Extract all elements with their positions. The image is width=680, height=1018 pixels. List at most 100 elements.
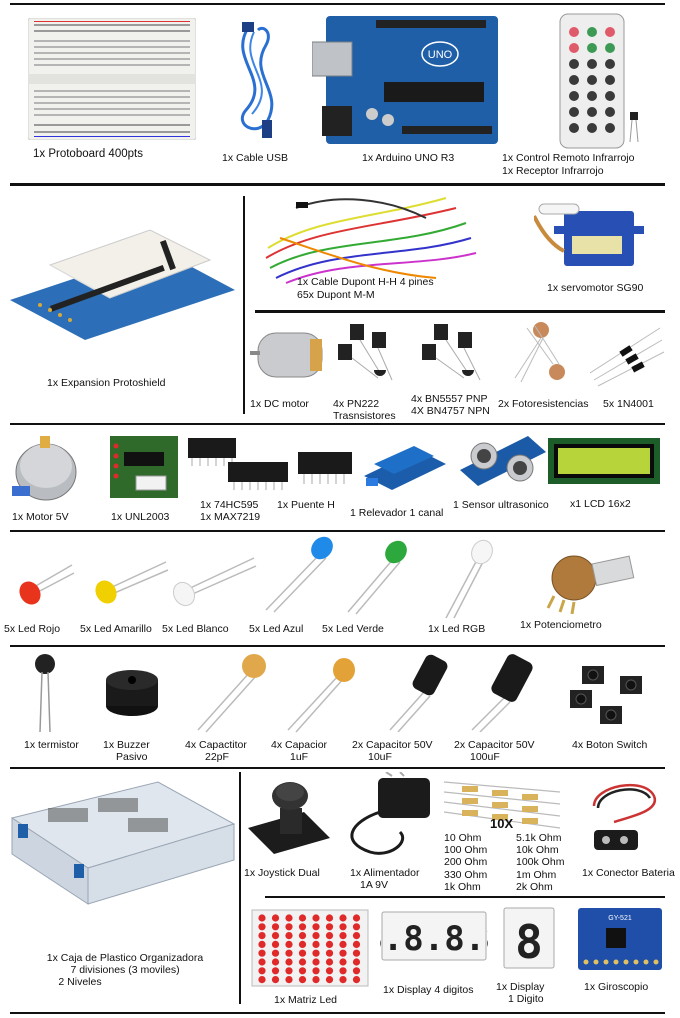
label-pn222-2: Trasnsistores (333, 410, 396, 422)
led-matrix-dot (285, 976, 293, 984)
label-pn222-1: 4x PN222 (333, 398, 380, 410)
resistor-values-right: 5.1k Ohm 10k Ohm 100k Ohm 1m Ohm 2k Ohm (516, 832, 564, 893)
led-matrix-body (251, 909, 369, 987)
label-display4: 1x Display 4 digitos (383, 984, 474, 996)
label-cap10-2: 10uF (368, 751, 392, 763)
label-cap1-1: 4x Capacior (271, 739, 328, 751)
led-matrix-dot (352, 958, 361, 966)
label-unl2003: 1x UNL2003 (111, 511, 170, 523)
arduino-logo-text: UNO (428, 49, 453, 61)
led-matrix-dot (285, 923, 293, 931)
led-matrix-dot (339, 932, 347, 940)
led-matrix-dot (258, 932, 266, 940)
divider-row1 (10, 183, 665, 186)
led-matrix-dot (298, 923, 307, 931)
led-matrix-dot (298, 914, 307, 922)
led-matrix-dot (352, 976, 361, 984)
label-caja-1: 1x Caja de Plastico Organizadora (46, 952, 204, 964)
led-matrix-dot (271, 976, 280, 984)
thermistor-image (30, 652, 60, 734)
label-ic-2: 1x MAX7219 (200, 511, 261, 523)
resistor-values-left: 10 Ohm 100 Ohm 200 Ohm 330 Ohm 1k Ohm (444, 832, 487, 893)
res-left-0: 10 Ohm (444, 832, 482, 844)
label-relevador: 1 Relevador 1 canal (350, 507, 444, 519)
led-matrix-dot (352, 949, 361, 957)
led-matrix-dot (339, 967, 347, 975)
display-4digit-image: 8.8.8.8 (380, 906, 488, 970)
led-matrix-dot (312, 940, 320, 948)
led-matrix-dot (258, 967, 266, 975)
divider-row2-inner (255, 310, 665, 313)
led-matrix-dot (285, 949, 293, 957)
led-red-image (16, 555, 76, 610)
led-white-image (168, 548, 258, 608)
led-matrix-dot (325, 932, 334, 940)
label-cable-usb: 1x Cable USB (222, 152, 288, 164)
label-display1-2: 1 Digito (508, 993, 544, 1005)
label-termistor: 1x termistor (24, 739, 79, 751)
protoshield-image (10, 210, 235, 340)
led-matrix-dot (258, 976, 266, 984)
label-led-amarillo: 5x Led Amarillo (80, 623, 152, 635)
label-buzzer-1: 1x Buzzer (103, 739, 150, 751)
res-left-4: 1k Ohm (444, 880, 481, 893)
divider-row5 (10, 645, 665, 647)
led-matrix-dot (339, 940, 347, 948)
led-matrix-dot (325, 914, 334, 922)
usb-cable-image (228, 20, 288, 148)
stepper-motor-image (12, 432, 82, 504)
gyroscope-image: GY-521 (576, 904, 666, 976)
display4-digits: 8.8.8.8 (380, 919, 488, 959)
led-matrix-dot (298, 932, 307, 940)
res-right-4: 2k Ohm (516, 880, 553, 893)
led-green-image (344, 536, 414, 616)
led-matrix-dot (271, 932, 280, 940)
res-right-3: 1m Ohm (516, 868, 557, 881)
diode-image (590, 318, 665, 388)
led-matrix-dot (271, 923, 280, 931)
led-matrix-dot (258, 958, 266, 966)
label-servo: 1x servomotor SG90 (547, 282, 644, 294)
divider-top (10, 3, 665, 5)
led-matrix-image (250, 908, 370, 988)
led-blue-image (260, 534, 340, 614)
led-matrix-dot (258, 949, 266, 957)
label-matriz: 1x Matriz Led (274, 994, 338, 1006)
res-right-2: 100k Ohm (516, 856, 565, 869)
label-control-remoto: 1x Control Remoto Infrarrojo (502, 152, 635, 164)
potentiometer-image (540, 542, 636, 614)
led-matrix-dot (312, 914, 320, 922)
res-right-1: 10k Ohm (516, 844, 559, 857)
label-puente-h: 1x Puente H (277, 499, 335, 511)
led-matrix-dot (285, 932, 293, 940)
gyro-chip-label: GY-521 (608, 915, 632, 922)
display1-digit: 8 (515, 915, 543, 969)
led-matrix-dot (352, 932, 361, 940)
divider-row6 (10, 767, 665, 769)
led-matrix-dot (312, 967, 320, 975)
transistor-bn-image (416, 318, 491, 388)
led-matrix-dot (312, 923, 320, 931)
led-matrix-dot (285, 958, 293, 966)
led-matrix-dot (352, 914, 361, 922)
divider-row4 (10, 530, 665, 532)
label-led-rojo: 5x Led Rojo (4, 623, 61, 635)
led-matrix-dot (312, 949, 320, 957)
label-sensor: 1 Sensor ultrasonico (453, 499, 549, 511)
ic-chips-image (180, 434, 290, 494)
label-protoboard: 1x Protoboard 400pts (33, 148, 143, 160)
led-matrix-dot (339, 923, 347, 931)
led-yellow-image (92, 552, 172, 612)
joystick-image (244, 778, 334, 860)
label-giroscopio: 1x Giroscopio (584, 981, 649, 993)
capacitor-100uf-image (468, 652, 548, 732)
label-bn-2: 4X BN4757 NPN (411, 405, 490, 417)
led-matrix-dot (285, 940, 293, 948)
label-cable-dupont-2: 65x Dupont M-M (297, 289, 375, 301)
led-matrix-dot (325, 923, 334, 931)
led-matrix-dot (298, 940, 307, 948)
resistors-image (442, 772, 562, 834)
label-cap22-1: 4x Capactitor (185, 739, 247, 751)
led-matrix-dot (339, 976, 347, 984)
display-1digit-image: 8 (500, 906, 560, 976)
